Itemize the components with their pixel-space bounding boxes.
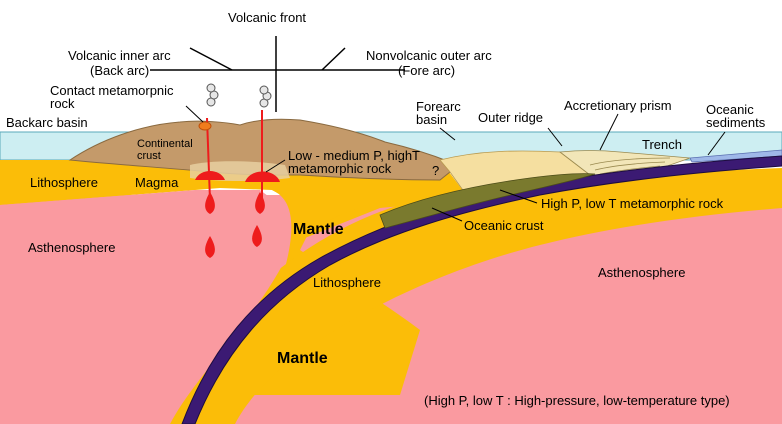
label-forearc-2: basin [416, 112, 447, 127]
label-oceanic-crust: Oceanic crust [464, 218, 544, 233]
label-inner-arc-1: Volcanic inner arc [68, 48, 171, 63]
label-inner-arc-2: (Back arc) [90, 63, 149, 78]
label-continental-1: Continental [137, 138, 193, 150]
label-asthenosphere-right: Asthenosphere [598, 265, 685, 280]
label-outer-arc-2: (Fore arc) [398, 63, 455, 78]
label-low-medium-2: metamorphic rock [288, 161, 392, 176]
volcano-plume-right [259, 85, 272, 108]
label-asthenosphere-left: Asthenosphere [28, 240, 115, 255]
label-forearc-1: Forearc [416, 99, 461, 114]
label-accretionary-prism: Accretionary prism [564, 98, 672, 113]
oceanic-crust-pointer [431, 207, 463, 222]
volcano-plume-left [206, 83, 219, 107]
oceanic-sediments-pointer [707, 131, 726, 156]
label-outer-ridge: Outer ridge [478, 110, 543, 125]
magma-drop-4 [252, 225, 262, 247]
label-low-medium-1: Low - medium P, highT [288, 148, 420, 163]
label-trench: Trench [642, 137, 682, 152]
magma-drop-2 [255, 192, 265, 214]
high-p-metamorphic-rock [379, 173, 596, 229]
high-p-pointer [499, 189, 538, 204]
label-oceanic-sediments-2: sediments [706, 115, 766, 130]
lithosphere-slab [165, 168, 782, 424]
label-magma: Magma [135, 175, 179, 190]
inner-arc-pointer [189, 47, 233, 71]
lithosphere-left [0, 160, 470, 240]
label-backarc-basin: Backarc basin [6, 115, 88, 130]
oceanic-sediments-layer [689, 149, 782, 163]
label-oceanic-sediments-1: Oceanic [706, 102, 754, 117]
outer-arc-pointer [321, 47, 346, 71]
magma-drop-1 [205, 192, 215, 214]
low-medium-pointer [265, 159, 286, 173]
outer-ridge-pointer [547, 127, 563, 147]
label-mantle-upper: Mantle [293, 221, 344, 238]
prism-layering [589, 157, 671, 175]
legend-note: (High P, low T : High-pressure, low-temp… [424, 393, 730, 408]
magma-drop-3 [205, 236, 215, 258]
label-outer-arc-1: Nonvolcanic outer arc [366, 48, 492, 63]
label-question: ? [432, 163, 439, 178]
label-continental-2: crust [137, 150, 161, 162]
label-contact-meta-1: Contact metamorpnic [50, 83, 174, 98]
label-volcanic-front: Volcanic front [228, 10, 306, 25]
label-high-p: High P, low T metamorphic rock [541, 196, 724, 211]
label-lithosphere-center: Lithosphere [313, 275, 381, 290]
label-lithosphere-left: Lithosphere [30, 175, 98, 190]
magma-conduit-left [206, 117, 211, 201]
contact-metamorphic-spot [198, 121, 212, 131]
label-contact-meta-2: rock [50, 96, 75, 111]
label-mantle-lower: Mantle [277, 350, 328, 367]
contact-meta-pointer [185, 105, 204, 123]
accretionary-pointer [599, 113, 619, 151]
forearc-pointer [439, 127, 456, 141]
